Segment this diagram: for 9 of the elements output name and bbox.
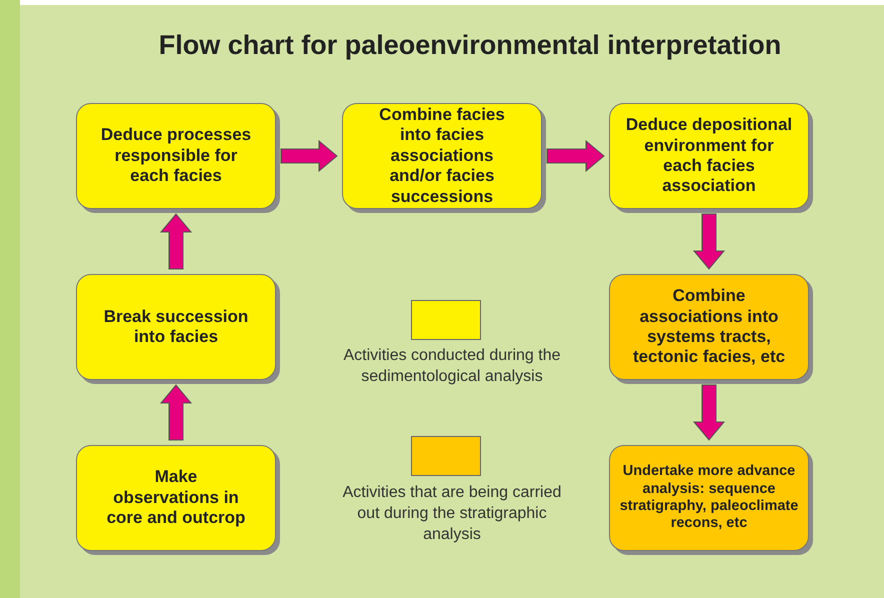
legend-text: Activities that are being carried out during the stratigraphic analysis [342, 483, 562, 545]
arrow [160, 384, 192, 440]
arrow [692, 214, 726, 270]
arrow [160, 213, 192, 270]
arrow [692, 384, 726, 441]
legend-text: Activities conducted during the sedimentological analysis [342, 346, 562, 387]
arrow [546, 140, 605, 172]
title: Flow chart for paleoenvironmental interpretation [158, 30, 782, 61]
arrow [280, 140, 338, 172]
